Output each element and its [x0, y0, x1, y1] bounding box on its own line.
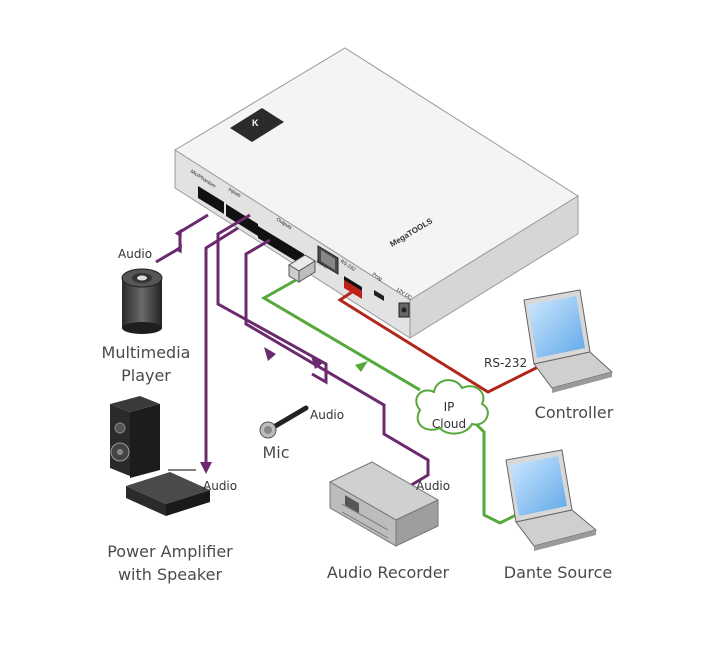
rs232-port	[344, 276, 362, 299]
power-amplifier-label-1: Power Amplifier	[107, 542, 233, 561]
controller-label: Controller	[535, 403, 614, 422]
controller-laptop-icon	[523, 289, 614, 393]
dante-source-label: Dante Source	[504, 563, 612, 582]
amplifier-audio-label: Audio	[203, 479, 237, 493]
dante-source-laptop-icon	[505, 449, 598, 551]
cable-audio-recorder	[244, 238, 430, 489]
ethernet-cable	[260, 278, 517, 525]
cable-mic	[216, 213, 328, 385]
microphone-icon	[259, 405, 309, 439]
multimedia-player-icon	[121, 268, 163, 334]
audio-cables	[155, 213, 430, 489]
port-label-prog: Prog	[371, 272, 383, 283]
multimedia-player-label-1: Multimedia	[102, 343, 191, 362]
kramer-logo-icon: K	[230, 108, 284, 142]
multimedia-player-label-2: Player	[121, 366, 171, 385]
cable-multimedia-player	[155, 213, 209, 264]
svg-text:K: K	[252, 118, 259, 128]
speaker-icon	[110, 396, 160, 478]
mic-audio-label: Audio	[310, 408, 344, 422]
rs232-label: RS-232	[484, 356, 527, 370]
megatools-device: K MegaTOOLS Mic/Phantom Inputs Outputs D…	[174, 47, 579, 339]
rs232-cable	[337, 290, 541, 394]
ip-cloud-icon: IP Cloud	[415, 379, 489, 435]
recorder-audio-label: Audio	[416, 479, 450, 493]
usb-port	[374, 290, 384, 301]
multimedia-player-audio-label: Audio	[118, 247, 152, 261]
ip-cloud-label-1: IP	[444, 400, 455, 414]
outputs-terminal-block	[258, 226, 304, 266]
power-amplifier-label-2: with Speaker	[118, 565, 223, 584]
amplifier-icon	[126, 469, 210, 516]
mic-terminal-block	[198, 186, 224, 214]
cable-amplifier	[204, 226, 239, 470]
mic-label: Mic	[262, 443, 289, 462]
audio-recorder-label: Audio Recorder	[327, 563, 450, 582]
dante-ethernet-plug	[288, 254, 316, 283]
ethernet-port	[317, 245, 339, 275]
power-socket	[398, 302, 410, 318]
ip-cloud-label-2: Cloud	[432, 417, 466, 431]
audio-recorder-icon	[328, 461, 440, 547]
